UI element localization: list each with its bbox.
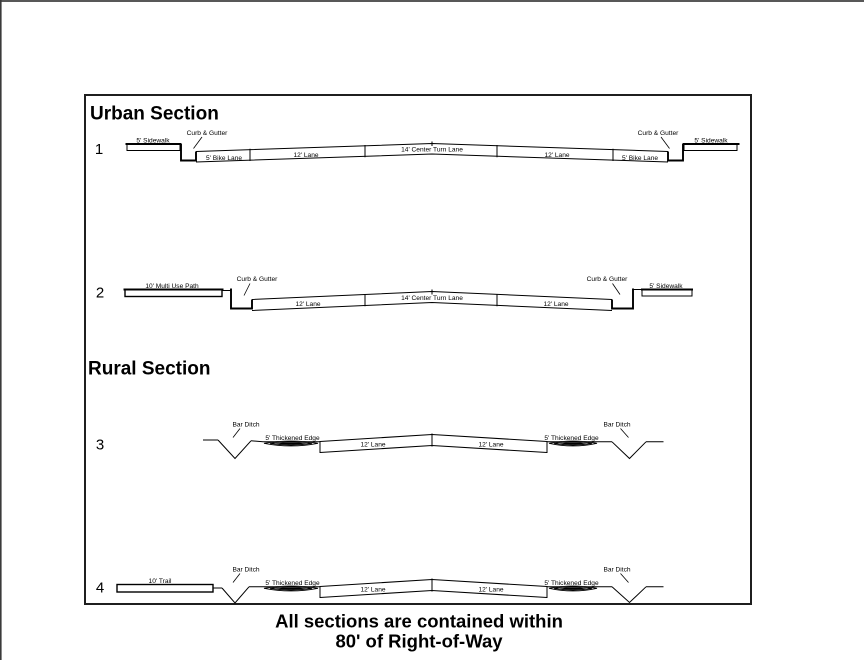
trail-slab (116, 583, 214, 593)
curb-left-label: Curb & Gutter (237, 276, 278, 283)
lane-right-label: 12' Lane (478, 587, 503, 594)
section-3-number: 3 (96, 437, 104, 454)
lane-left-label: 12' Lane (295, 301, 320, 308)
window-border-top (0, 0, 864, 2)
right-of-way-note-line2: 80' of Right-of-Way (335, 631, 503, 652)
curb-gutter-right (611, 288, 634, 310)
center-turn-lane-label: 14' Center Turn Lane (401, 147, 463, 154)
curb-gutter-right (667, 143, 684, 162)
sidewalk-right-label: 5' Sidewalk (649, 283, 683, 290)
lane-right-label: 12' Lane (543, 301, 568, 308)
window-border-left (0, 0, 2, 660)
section-4: 4 10' Trail Bar Ditch 5' Thickened Edge … (96, 567, 664, 604)
road-surface-top (319, 433, 548, 442)
ditch-leader-left (232, 573, 241, 583)
bar-ditch-right (611, 586, 647, 604)
road-surface-bottom (251, 301, 613, 311)
road-surface-bottom (319, 589, 548, 598)
curb-right-label: Curb & Gutter (587, 276, 628, 283)
thickened-edge-right-inner (553, 586, 593, 591)
curb-gutter-left (180, 143, 197, 162)
thickened-edge-left-inner (269, 441, 313, 446)
thickened-edge-right-label: 5' Thickened Edge (544, 580, 599, 587)
thickened-edge-left-inner (269, 586, 313, 591)
section-4-number: 4 (96, 580, 104, 597)
bar-ditch-left (221, 586, 250, 604)
urban-heading: Urban Section (90, 104, 219, 125)
sidewalk-slab-right (683, 143, 738, 151)
ditch-leader-right (620, 573, 629, 583)
trail-label: 10' Trail (149, 578, 172, 585)
bar-ditch-right (611, 441, 647, 460)
road-surface-top (319, 578, 548, 587)
thickened-edge-right-core (559, 442, 587, 445)
road-surface-bottom (195, 153, 669, 163)
rural-heading: Rural Section (88, 359, 210, 380)
sidewalk-right-label: 5' Sidewalk (694, 138, 728, 145)
bar-ditch-right-label: Bar Ditch (603, 422, 630, 429)
thickened-edge-left-core (275, 587, 307, 590)
bar-ditch-left-label: Bar Ditch (232, 567, 259, 574)
section-1: 1 5' Sidewalk Curb & Gutter 5' Bike Lane… (95, 130, 740, 163)
lane-left-label: 12' Lane (360, 442, 385, 449)
right-of-way-note-line1: All sections are contained within (275, 611, 563, 632)
thickened-edge-left-label: 5' Thickened Edge (265, 580, 320, 587)
lane-left-label: 12' Lane (360, 587, 385, 594)
bike-lane-right-label: 5' Bike Lane (622, 155, 658, 162)
curb-gutter-left (230, 288, 253, 310)
curb-right-label: Curb & Gutter (638, 130, 679, 137)
ditch-leader-right (620, 428, 629, 438)
thickened-edge-right-label: 5' Thickened Edge (544, 435, 599, 442)
thickened-edge-right-inner (553, 441, 593, 446)
drawing-box-border (84, 94, 752, 605)
sidewalk-slab-left (126, 143, 181, 151)
section-3: 3 Bar Ditch 5' Thickened Edge 12' Lane 1… (96, 422, 664, 460)
bar-ditch-right-label: Bar Ditch (603, 567, 630, 574)
bar-ditch-left-label: Bar Ditch (232, 422, 259, 429)
thickened-edge-right-core (559, 587, 587, 590)
bike-lane-left-label: 5' Bike Lane (206, 155, 242, 162)
section-2-number: 2 (96, 285, 104, 302)
curb-leader-right (612, 283, 621, 295)
curb-left-label: Curb & Gutter (187, 130, 228, 137)
curb-leader-left (243, 283, 251, 296)
lane-right-label: 12' Lane (544, 152, 569, 159)
multi-use-path-slab (124, 288, 223, 298)
curb-leader-left (193, 136, 203, 149)
lane-left-label: 12' Lane (293, 152, 318, 159)
center-turn-lane-label: 14' Center Turn Lane (401, 295, 463, 302)
curb-leader-right (660, 136, 670, 149)
bar-ditch-left (217, 439, 252, 460)
thickened-edge-left-label: 5' Thickened Edge (265, 435, 320, 442)
section-2: 2 10' Multi Use Path Curb & Gutter 12' L… (96, 276, 693, 311)
section-1-number: 1 (95, 141, 103, 158)
sidewalk-slab-right (641, 289, 693, 297)
multi-use-path-label: 10' Multi Use Path (145, 283, 199, 290)
lane-right-label: 12' Lane (478, 442, 503, 449)
thickened-edge-left-core (275, 442, 307, 445)
road-surface-bottom (319, 444, 548, 453)
ditch-leader-left (232, 428, 241, 438)
sidewalk-left-label: 5' Sidewalk (136, 138, 170, 145)
